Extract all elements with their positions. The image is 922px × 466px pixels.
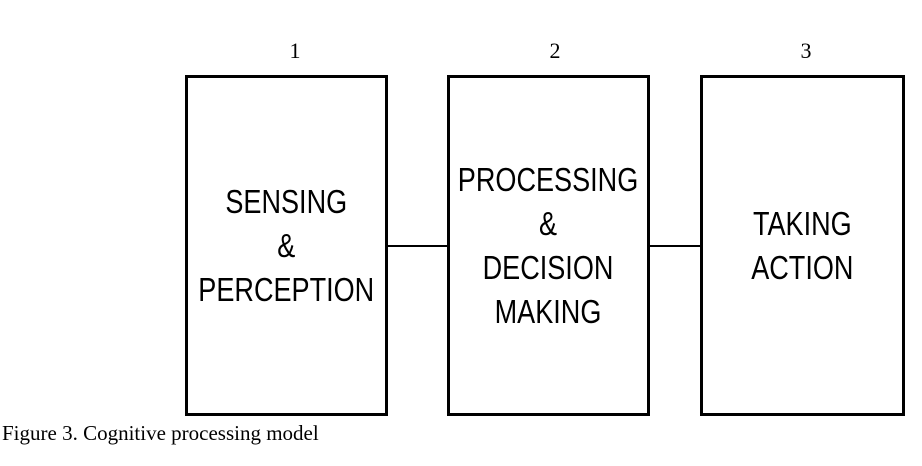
stage-3-number: 3 bbox=[800, 38, 812, 63]
figure-caption: Figure 3. Cognitive processing model bbox=[2, 421, 319, 445]
stage-3-label: TAKING ACTION bbox=[751, 202, 853, 290]
connector-1-2 bbox=[388, 245, 448, 247]
stage-1-label: SENSING & PERCEPTION bbox=[199, 180, 375, 312]
connector-2-3 bbox=[650, 245, 701, 247]
stage-2-label-line: MAKING bbox=[495, 292, 602, 330]
stage-3-label-line: ACTION bbox=[751, 248, 854, 286]
stage-2-number: 2 bbox=[549, 38, 561, 63]
stage-3-box: TAKING ACTION bbox=[700, 75, 905, 416]
stage-2-label-line: & bbox=[539, 204, 558, 242]
stage-2-label-line: PROCESSING bbox=[458, 160, 639, 198]
stage-1-label-line: & bbox=[277, 226, 296, 264]
stage-2-label: PROCESSING & DECISION MAKING bbox=[458, 158, 638, 334]
stage-1-label-line: PERCEPTION bbox=[198, 270, 375, 308]
stage-1-number: 1 bbox=[289, 38, 301, 63]
stage-1-label-line: SENSING bbox=[225, 182, 348, 220]
stage-2-box: PROCESSING & DECISION MAKING bbox=[447, 75, 650, 416]
stage-2-label-line: DECISION bbox=[483, 248, 614, 286]
stage-1-box: SENSING & PERCEPTION bbox=[185, 75, 388, 416]
stage-3-label-line: TAKING bbox=[753, 204, 852, 242]
